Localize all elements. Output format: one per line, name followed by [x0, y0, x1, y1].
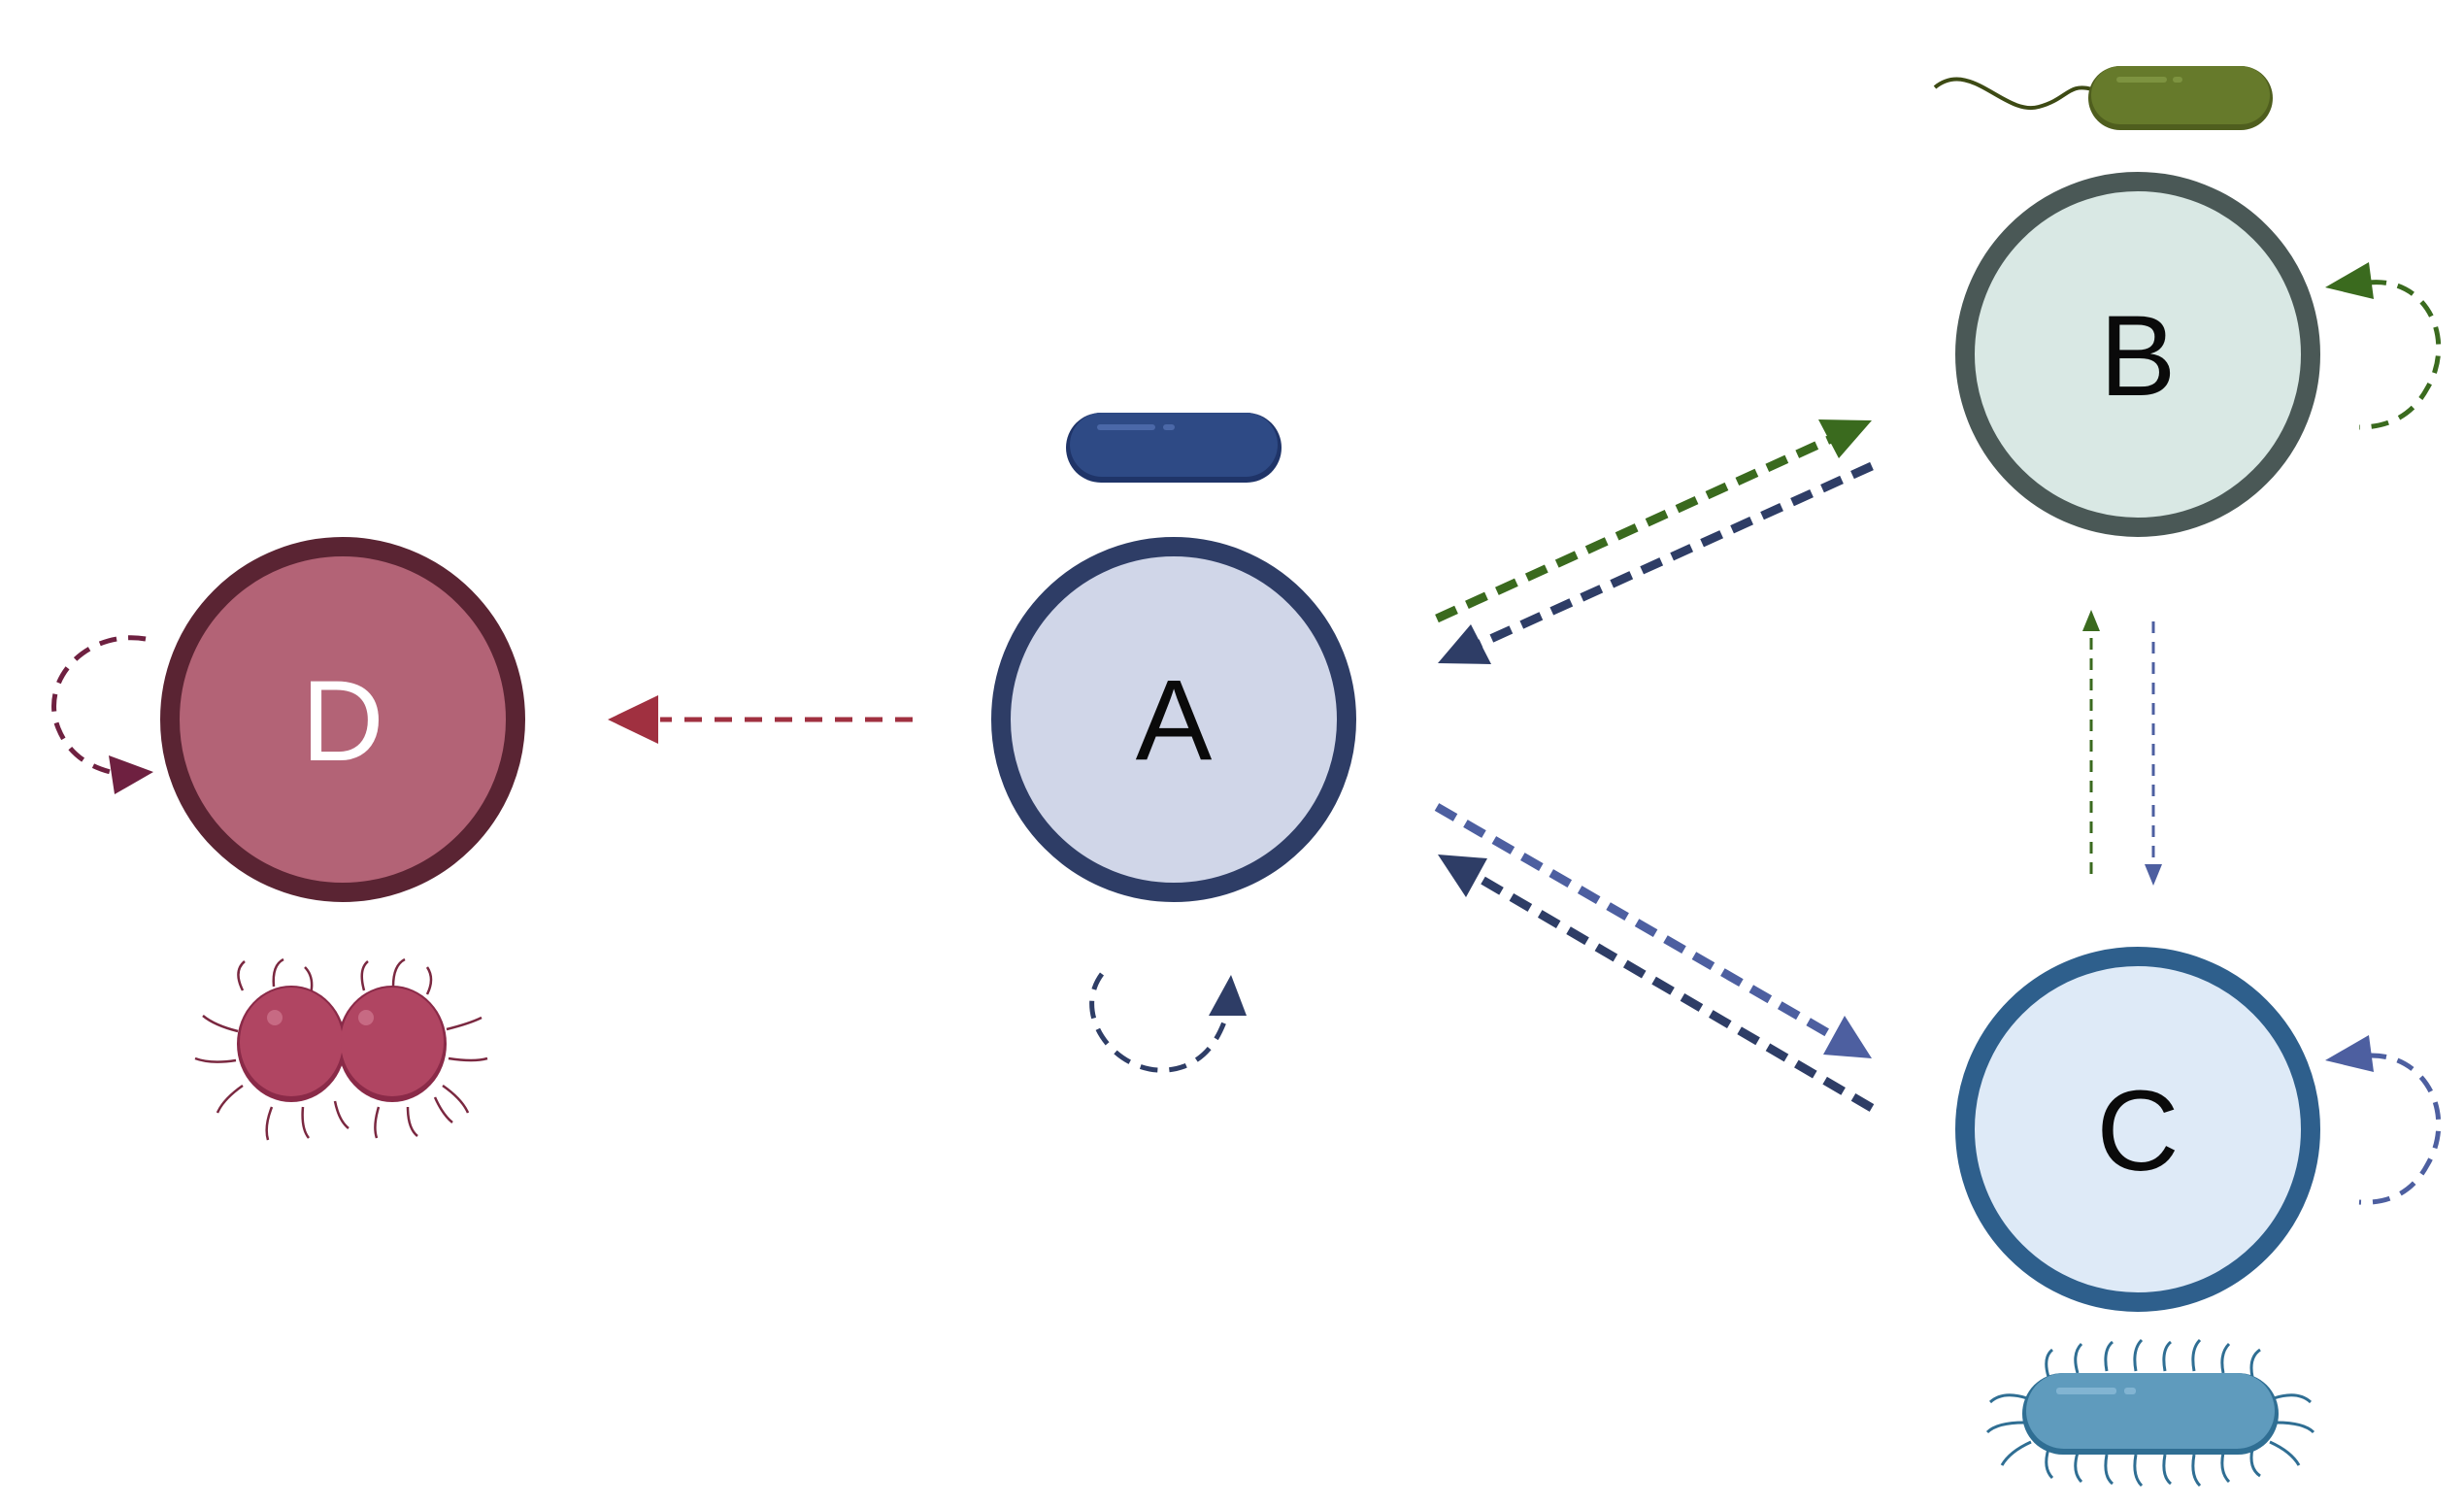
- node-c[interactable]: C: [1955, 947, 2320, 1312]
- node-a[interactable]: A: [991, 537, 1356, 902]
- edge-a-to-d: [608, 695, 913, 744]
- node-b-circle: [1955, 172, 2320, 537]
- fimbriated-rod-bacterium-icon: [1985, 1338, 2315, 1488]
- edge-b-to-c: [2145, 621, 2162, 886]
- node-c-circle: [1955, 947, 2320, 1312]
- edge-c-to-a: [1438, 855, 1875, 1112]
- node-a-label: A: [1136, 656, 1213, 785]
- diplococcus-icon: [194, 957, 488, 1141]
- node-d-label: D: [301, 657, 383, 786]
- flagellated-bacterium-icon: [1933, 66, 2273, 130]
- self-loop-c: [2325, 1035, 2442, 1205]
- rod-bacterium-icon: [1066, 413, 1282, 483]
- node-b-label: B: [2100, 292, 2177, 420]
- node-c-label: C: [2096, 1067, 2179, 1195]
- edge-c-to-b: [2082, 610, 2100, 874]
- node-d[interactable]: D: [160, 537, 525, 902]
- node-b[interactable]: B: [1955, 172, 2320, 537]
- edge-b-to-a: [1438, 461, 1874, 664]
- self-loop-d: [51, 635, 153, 794]
- edge-a-to-b: [1435, 419, 1872, 623]
- node-d-circle: [160, 537, 525, 902]
- self-loop-b: [2325, 262, 2442, 430]
- edge-a-to-c: [1434, 803, 1872, 1058]
- node-a-circle: [991, 537, 1356, 902]
- self-loop-a: [1089, 972, 1247, 1073]
